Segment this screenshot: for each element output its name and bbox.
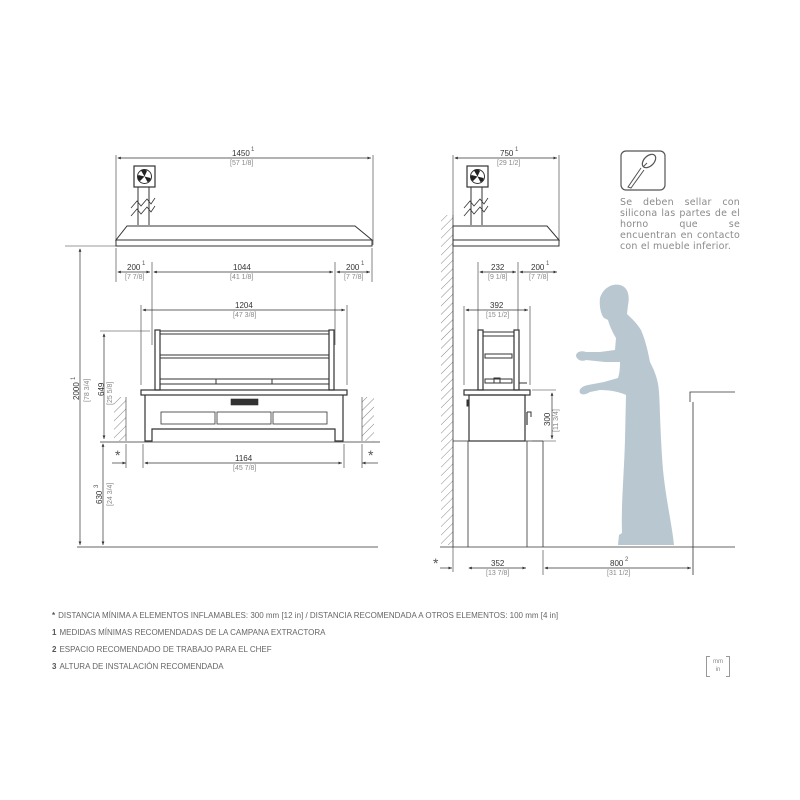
dim-hood-depth-in: [29 1/2]	[497, 160, 520, 167]
note-marker: 3	[52, 662, 57, 671]
dim-hood-center: 1044	[233, 263, 251, 272]
dim-chef-space-in: [31 1/2]	[607, 570, 630, 577]
rotisserie-oven-side	[463, 329, 532, 442]
dim-hood-depth: 750	[500, 149, 514, 158]
dim-hood-front: 200	[531, 263, 545, 272]
ref-3: 3	[94, 484, 100, 488]
dim-hood-inner: 232	[491, 263, 505, 272]
note-text: DISTANCIA MÍNIMA A ELEMENTOS INFLAMABLES…	[58, 611, 559, 620]
dim-base-height-in: [11 3/4]	[553, 409, 560, 432]
dim-oven-depth: 392	[490, 301, 504, 310]
dim-oven-width: 1204	[235, 301, 253, 310]
dim-base-width: 1164	[235, 454, 253, 463]
unit-mm: mm	[713, 659, 723, 665]
dim-base-width-in: [45 7/8]	[233, 465, 256, 472]
dim-hood-width: 1450	[232, 149, 250, 158]
note-marker: 2	[52, 645, 57, 654]
note-clearance: *DISTANCIA MÍNIMA A ELEMENTOS INFLAMABLE…	[52, 607, 558, 624]
chef-silhouette	[576, 284, 674, 545]
dim-hood-center-in: [41 1/8]	[230, 274, 253, 281]
extractor-hood	[114, 225, 374, 247]
dim-oven-height-in: [25 5/8]	[107, 382, 114, 405]
clearance-marker-side: *	[433, 555, 439, 571]
units-legend: mm in	[706, 655, 730, 677]
note-marker: 1	[52, 628, 57, 637]
side-view	[440, 155, 735, 575]
extractor-hood-side	[452, 225, 561, 247]
extractor-fan-icon	[130, 165, 156, 225]
sealing-note: Se deben sellar con silicona las partes …	[620, 197, 740, 252]
dim-total-height-in: [78 3/4]	[84, 379, 91, 402]
clearance-marker-right: *	[368, 447, 374, 463]
bracket-right	[726, 656, 730, 677]
footnotes: *DISTANCIA MÍNIMA A ELEMENTOS INFLAMABLE…	[52, 607, 558, 675]
silicone-gun-icon	[620, 150, 666, 191]
dim-total-height: 2000	[72, 382, 81, 400]
dim-oven-depth-in: [15 1/2]	[486, 312, 509, 319]
dim-oven-height: 649	[97, 382, 106, 396]
dim-counter-depth-in: [13 7/8]	[486, 570, 509, 577]
ref-1: 1	[251, 147, 255, 153]
dim-hood-width-in: [57 1/8]	[230, 160, 253, 167]
note-text: ALTURA DE INSTALACIÓN RECOMENDADA	[59, 662, 224, 671]
dim-hood-inner-in: [9 1/8]	[488, 274, 508, 281]
note-text: MEDIDAS MÍNIMAS RECOMENDADAS DE LA CAMPA…	[59, 628, 326, 637]
rotisserie-oven-front	[140, 329, 348, 442]
ref-1: 1	[142, 261, 146, 267]
note-marker: *	[52, 611, 56, 620]
dim-hood-left-in: [7 7/8]	[125, 274, 145, 281]
note-text: ESPACIO RECOMENDADO DE TRABAJO PARA EL C…	[59, 645, 272, 654]
side-view-labels: 750 1 [29 1/2] 232 [9 1/8] 200 1 [7 7/8]…	[433, 147, 630, 577]
dim-oven-width-in: [47 3/8]	[233, 312, 256, 319]
extractor-fan-icon	[463, 165, 489, 225]
front-view	[65, 155, 380, 548]
dim-hood-right-in: [7 7/8]	[344, 274, 364, 281]
front-view-labels: 1450 1 [57 1/8] 200 1 [7 7/8] 1044 [41 1…	[71, 147, 374, 506]
ref-1: 1	[71, 376, 77, 380]
clearance-marker-left: *	[115, 447, 121, 463]
dim-install-height-in: [24 3/4]	[107, 483, 114, 506]
dim-chef-space: 800	[610, 559, 624, 568]
dim-hood-right: 200	[346, 263, 360, 272]
ref-1: 1	[546, 261, 550, 267]
dim-base-height: 300	[543, 412, 552, 426]
ref-1: 1	[515, 147, 519, 153]
bracket-left	[706, 656, 710, 677]
ref-1: 1	[361, 261, 365, 267]
dim-hood-left: 200	[127, 263, 141, 272]
dim-install-height: 630	[95, 490, 104, 504]
ref-2: 2	[625, 557, 629, 563]
dim-hood-front-in: [7 7/8]	[529, 274, 549, 281]
dim-counter-depth: 352	[491, 559, 505, 568]
unit-in: in	[715, 667, 721, 673]
